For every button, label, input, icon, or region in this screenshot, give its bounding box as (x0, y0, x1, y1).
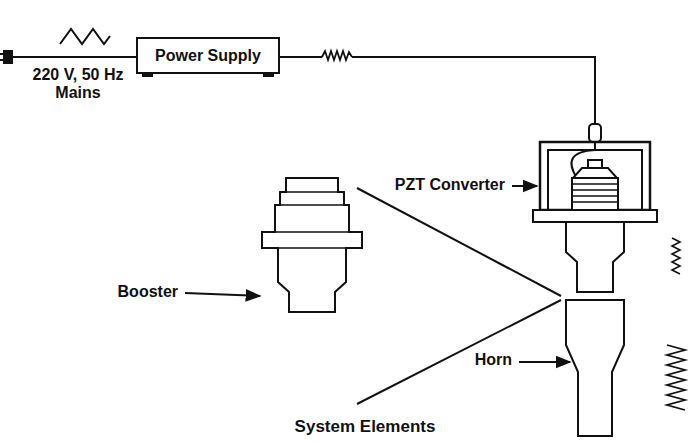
leader-arrow (512, 185, 537, 187)
output-cable (280, 56, 322, 58)
insertion-line (357, 300, 561, 404)
piezo-stack (572, 178, 618, 210)
housing-inner-frame (548, 150, 642, 210)
converter-housing (540, 142, 650, 210)
figure-caption: System Elements (295, 417, 436, 437)
ac-wave-symbol (60, 29, 110, 44)
signal-symbol (322, 51, 352, 60)
part-label: Horn (475, 351, 512, 369)
leader-arrow (519, 361, 570, 363)
insertion-line (357, 188, 561, 296)
piezo-discs (572, 184, 618, 202)
mains-wire (12, 56, 136, 58)
leader-arrow (185, 293, 260, 296)
part-label: PZT Converter (395, 176, 505, 194)
stack-neck (588, 160, 602, 168)
plug-prong (0, 59, 4, 61)
cable-connector (589, 124, 601, 142)
process-box: Power Supply (136, 37, 280, 74)
horn-shape (566, 300, 624, 436)
part-label: 220 V, 50 Hz Mains (19, 66, 137, 103)
mains-plug (4, 51, 12, 63)
part-label: Booster (118, 283, 178, 301)
converter-flange (533, 210, 657, 222)
amplitude-small (672, 238, 680, 274)
box-label: Power Supply (155, 46, 261, 65)
booster-steps (275, 192, 349, 248)
plug-prong (0, 53, 4, 55)
converter-body (566, 222, 624, 292)
output-cable (352, 57, 595, 124)
booster-shape (262, 178, 362, 312)
amplitude-large (667, 345, 685, 410)
stack-shoulder (573, 168, 617, 178)
